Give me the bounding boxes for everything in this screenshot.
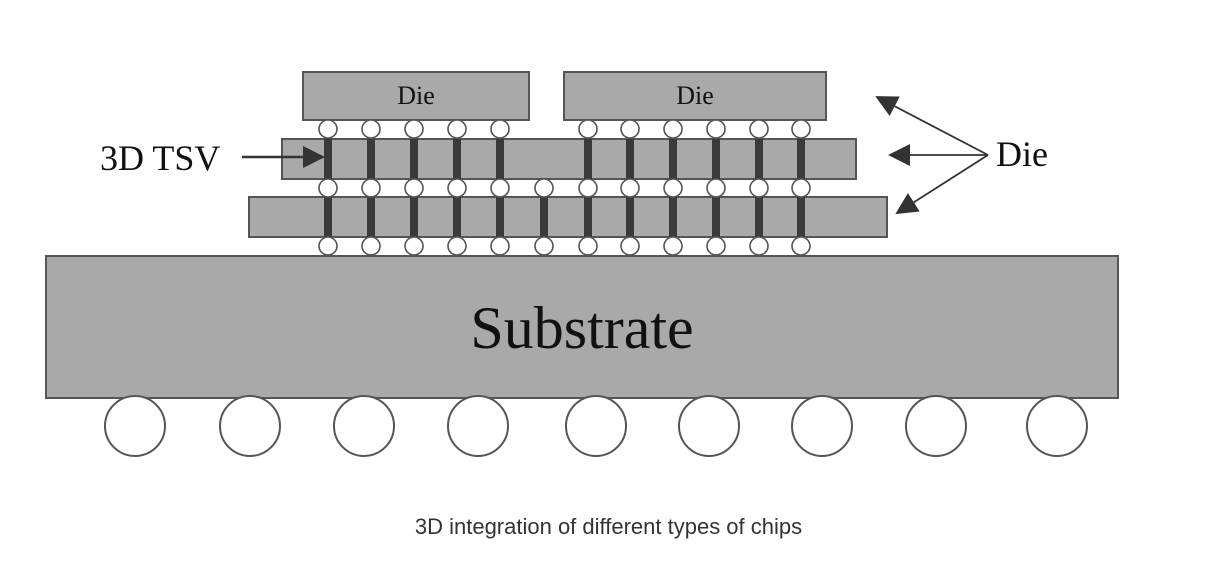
micro-bump [578,236,598,256]
tsv-via [540,197,548,237]
figure-caption: 3D integration of different types of chi… [414,514,803,539]
micro-bump [791,119,811,139]
top-die-right-label: Die [676,81,714,110]
tsv-via [367,197,375,237]
tsv-via [496,139,504,179]
tsv-via [712,197,720,237]
top-die-left-label: Die [397,81,435,110]
solder-ball [791,395,853,457]
tsv-callout-label: 3D TSV [100,138,220,178]
tsv-via [755,139,763,179]
micro-bump [318,178,338,198]
lower-die-layer [248,196,888,238]
micro-bump [791,178,811,198]
tsv-via [755,197,763,237]
die-callout-arrow-lower [895,154,989,215]
tsv-via [797,197,805,237]
tsv-via [410,197,418,237]
micro-bump [749,178,769,198]
tsv-via [496,197,504,237]
micro-bump [404,178,424,198]
tsv-via [453,197,461,237]
tsv-via [453,139,461,179]
micro-bump [663,178,683,198]
micro-bump [578,119,598,139]
substrate-layer [45,255,1119,399]
tsv-via [367,139,375,179]
micro-bump [490,236,510,256]
micro-bump [791,236,811,256]
micro-bumps [318,119,811,256]
micro-bump [447,178,467,198]
tsv-via [324,197,332,237]
micro-bump [404,236,424,256]
solder-ball [678,395,740,457]
micro-bump [404,119,424,139]
tsv-via [626,139,634,179]
top-die-right [563,71,827,121]
micro-bump [447,119,467,139]
tsv-via [797,139,805,179]
tsv-via [712,139,720,179]
solder-ball [104,395,166,457]
tsv-via [410,139,418,179]
micro-bump [318,119,338,139]
micro-bump [490,119,510,139]
solder-ball [1026,395,1088,457]
micro-bump [706,178,726,198]
micro-bump [706,236,726,256]
micro-bump [663,119,683,139]
tsv-via [626,197,634,237]
die-callout-label: Die [996,134,1048,174]
tsv-via [584,139,592,179]
substrate-label: Substrate [470,295,693,361]
micro-bump [318,236,338,256]
micro-bump [620,178,640,198]
tsv-via [584,197,592,237]
tsv-via [669,197,677,237]
micro-bump [361,236,381,256]
micro-bump [534,178,554,198]
micro-bump [361,178,381,198]
micro-bump [620,236,640,256]
solder-ball [447,395,509,457]
solder-balls [104,395,1088,457]
solder-ball [565,395,627,457]
micro-bump [620,119,640,139]
micro-bump [706,119,726,139]
micro-bump [663,236,683,256]
chip-stack-diagram: Substrate Die Die 3D TSV Die [45,71,1119,457]
tsv-vias [324,139,805,237]
die-callout-arrow-upper [875,96,989,156]
tsv-via [324,139,332,179]
micro-bump [578,178,598,198]
tsv-via [669,139,677,179]
micro-bump [534,236,554,256]
micro-bump [447,236,467,256]
micro-bump [361,119,381,139]
micro-bump [749,236,769,256]
solder-ball [219,395,281,457]
micro-bump [490,178,510,198]
micro-bump [749,119,769,139]
solder-ball [333,395,395,457]
solder-ball [905,395,967,457]
